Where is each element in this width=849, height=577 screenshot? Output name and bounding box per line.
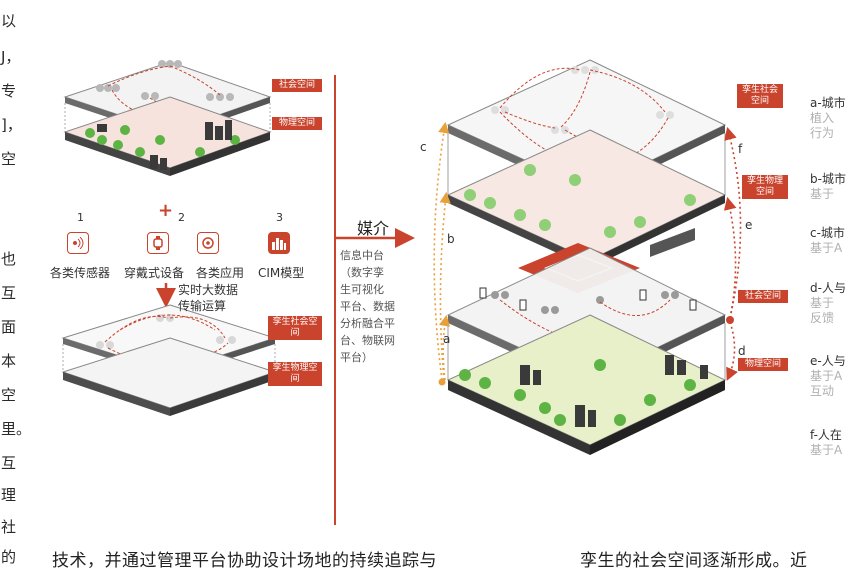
sensor-icon [67, 232, 89, 254]
legend-b: b-城市 基于 [810, 172, 846, 201]
bottom-text-right: 孪生的社会空间逐渐形成。近 [580, 551, 808, 571]
right-stack [446, 59, 727, 455]
device-label-apps: 各类应用 [196, 266, 245, 280]
left-char: 面 [1, 318, 17, 336]
transfer-label: 实时大数据 传输运算 [178, 283, 239, 313]
medium-description: 信息中台 （数字孪 生可视化 平台、数据 分析融合平 台、物联网 平台） [340, 249, 395, 364]
left-text-column: 以 J， 专 ]， 空 也 互 面 本 空 里。 互 理 社 的 [0, 0, 22, 577]
left-char: 本 [1, 352, 17, 370]
plus-sign: + [158, 200, 173, 221]
city-model-icon [268, 232, 290, 254]
letter-c: c [420, 140, 427, 154]
device-label-wearable: 穿戴式设备 [124, 266, 185, 280]
medium-title: 媒介 [357, 219, 390, 238]
tag-social-space: 社会空间 [272, 79, 322, 92]
device-num-2: 2 [178, 211, 185, 224]
tag-right-twin-social: 孪生社会空间 [737, 84, 783, 108]
left-bottom-stack [61, 304, 277, 416]
left-char: 空 [1, 386, 17, 404]
left-char: 以 [1, 12, 17, 30]
letter-f: f [738, 142, 743, 156]
tag-right-physical: 物理空间 [738, 358, 788, 371]
tag-right-twin-physical: 孪生物理空间 [742, 175, 788, 199]
bottom-text-left: 技术，并通过管理平台协助设计场地的持续追踪与 [52, 551, 437, 571]
legend-d: d-人与 基于 反馈 [810, 281, 846, 325]
left-char: 理 [1, 486, 17, 504]
left-top-stack [63, 60, 272, 176]
tag-physical-space: 物理空间 [272, 117, 322, 130]
letter-d: d [738, 344, 746, 358]
tag-twin-social: 孪生社会空间 [268, 316, 322, 340]
left-char: 社 [1, 518, 17, 536]
left-arrows [433, 121, 451, 381]
device-num-3: 3 [276, 211, 283, 224]
left-char: 空 [1, 150, 17, 168]
device-num-1: 1 [77, 211, 84, 224]
left-char: 互 [1, 454, 17, 472]
device-label-cim: CIM模型 [258, 266, 305, 280]
left-char: 互 [1, 284, 17, 302]
legend-c: c-城市 基于A [810, 226, 845, 255]
letter-a: a [443, 332, 451, 346]
right-arrows [723, 126, 742, 381]
tag-right-social: 社会空间 [738, 290, 788, 303]
letter-e: e [745, 218, 753, 232]
watch-icon [147, 232, 169, 254]
legend-e: e-人与 基于A 互动 [810, 354, 846, 398]
device-label-sensor: 各类传感器 [50, 266, 111, 280]
app-icon [197, 232, 219, 254]
left-char: 也 [1, 250, 17, 268]
left-char: 里。 [1, 420, 22, 438]
legend-a: a-城市 植入 行为 [810, 96, 846, 140]
left-char: ]， [1, 116, 22, 134]
left-char: 的 [1, 548, 17, 566]
tag-twin-physical: 孪生物理空间 [268, 362, 322, 386]
letter-b: b [447, 232, 455, 246]
left-char: J， [1, 48, 21, 66]
left-char: 专 [1, 82, 17, 100]
legend-f: f-人在 基于A [810, 428, 843, 457]
